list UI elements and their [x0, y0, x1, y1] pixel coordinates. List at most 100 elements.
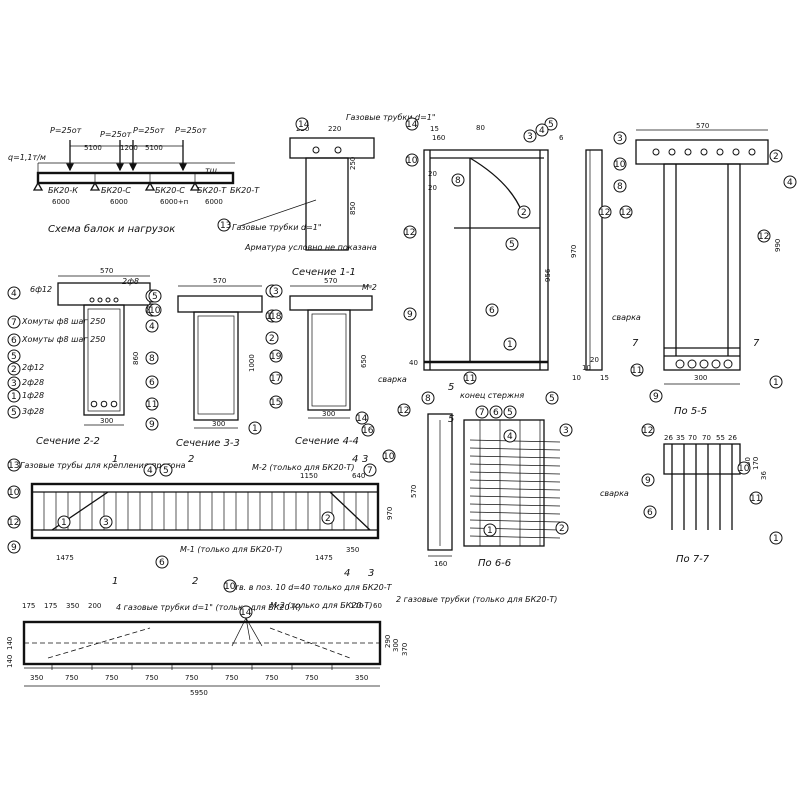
sec22-label-1: 6ф12 — [30, 285, 52, 294]
sec33-caption: Сечение 3-3 — [176, 438, 240, 449]
cage-callout-10: 6 — [489, 306, 495, 316]
plan-left-dim-1: 140 — [6, 637, 14, 650]
v66-callout-9: 1 — [487, 526, 493, 536]
sec11-tubes-bottom: Газовые трубки d=1" — [232, 223, 322, 232]
span-1: 6000 — [52, 198, 70, 206]
plan-bottom-dim-5: 750 — [185, 674, 198, 682]
v66-dim-height: 570 — [410, 485, 418, 498]
sec22-height-dim: 860 — [132, 352, 140, 365]
v77-weld-note: сварка — [600, 489, 629, 498]
plan-callout-1: 10 — [224, 582, 236, 592]
v55-mark-7b: 7 — [753, 338, 760, 349]
sec44-caption: Сечение 4-4 — [295, 436, 359, 447]
cage-callout-8: 12 — [404, 228, 415, 238]
elev-callout-3: 12 — [8, 518, 19, 528]
rebar-dot — [748, 148, 756, 156]
rebar-dot — [100, 400, 108, 408]
sec11-caption: Сечение 1-1 — [292, 267, 356, 278]
plan-hole-note: Отв. в поз. 10 d=40 только для БК20-Т — [228, 583, 393, 592]
drawing-line — [469, 519, 561, 523]
v66-callout-1: 8 — [425, 394, 431, 404]
plan-top-dim-1: 175 — [22, 602, 35, 610]
v55-callout-5: 4 — [787, 178, 793, 188]
cage-callout-7: 2 — [521, 208, 527, 218]
elev-mark-1a: 1 — [112, 454, 118, 465]
sec11-dim-4: 850 — [349, 202, 357, 215]
v55-callout-4: 2 — [773, 152, 779, 162]
v55-weld-note: сварка — [612, 313, 641, 322]
cage-callout-6: 8 — [455, 176, 461, 186]
sec22-top-dim: 570 — [100, 267, 113, 275]
elev-callout-7: 1 — [61, 518, 67, 528]
spacing-3: 5100 — [145, 144, 163, 152]
v77-dim-5: 55 — [716, 434, 725, 442]
sec22-callout-2: 7 — [11, 318, 17, 328]
v66-callout-2: 12 — [398, 406, 409, 416]
sec22-label-2: 2ф8 — [122, 277, 139, 286]
beam-name-4: БК20-Т — [197, 186, 227, 195]
view-6-6: 160 570 конец стержня 5 5 По 6-6 8 12 7 … — [397, 382, 573, 569]
span-3: 6000+п — [160, 198, 188, 206]
load-label-2: P=25от — [100, 130, 132, 139]
sec33-height-dim: 1000 — [248, 354, 256, 372]
span-2: 6000 — [110, 198, 128, 206]
cage-dim-11: 10 — [582, 364, 591, 372]
v66-rod-end-note: конец стержня — [460, 391, 524, 400]
elev-tubes-note: Газовые трубы для крепления прогона — [20, 461, 186, 470]
v77-dim-4: 70 — [702, 434, 711, 442]
cage-dim-10: 10 — [572, 374, 581, 382]
sec22-callout-8: 5 — [11, 408, 17, 418]
view-7-7: 26 35 70 70 55 26 50 170 36 сварка По 7-… — [600, 423, 783, 565]
cage-elevation: 15 6 160 80 20 20 970 956 40 10 10 15 20… — [378, 117, 612, 385]
v77-dim-9: 36 — [760, 471, 768, 480]
v77-caption: По 7-7 — [676, 554, 710, 565]
elev-dim-6: 970 — [386, 507, 394, 520]
sec44-callout-3: 19 — [270, 352, 282, 362]
drawing-line — [469, 503, 561, 507]
beam-line — [36, 171, 235, 185]
section-4-4: 570 300 650 М-2 Сечение 4-4 3 18 19 17 1… — [269, 277, 377, 447]
sec33-callout-3: 4 — [149, 322, 155, 332]
v66-callout-3: 7 — [479, 408, 485, 418]
elev-dim-3: 1150 — [300, 472, 318, 480]
elev-mark-3a: 3 — [362, 454, 368, 465]
elev-callout-10: 6 — [159, 558, 165, 568]
view-5-5: 570 300 990 сварка 7 7 По 5-5 3 10 8 2 4… — [612, 122, 797, 417]
plan-bottom-dim-7: 750 — [265, 674, 278, 682]
cage-dim-1: 15 — [430, 125, 439, 133]
plan-bottom-dim-6: 750 — [225, 674, 238, 682]
elev-callout-9: 2 — [325, 514, 331, 524]
beam-name-5: БК20-Т — [230, 186, 260, 195]
rebar-dot — [113, 297, 119, 303]
cage-weld-note: сварка — [378, 375, 407, 384]
sec11-dim-2: 220 — [328, 125, 341, 133]
section-3-3: 570 300 1000 Сечение 3-3 5 10 4 8 6 11 9… — [145, 277, 279, 449]
rebar-dot — [90, 400, 98, 408]
sec44-callout-4: 17 — [270, 374, 281, 384]
plan-bottom-dim-3: 750 — [105, 674, 118, 682]
rebar-dot — [668, 148, 676, 156]
cage-dim-8: 956 — [544, 268, 552, 282]
sec22-label-3: Хомуты ф8 шаг 250 — [21, 317, 105, 326]
beam-mark: тш. — [205, 166, 220, 175]
sec33-callout-2: 10 — [149, 306, 161, 316]
sec22-callout-6: 3 — [11, 379, 17, 389]
cage-dim-3: 160 — [432, 134, 445, 142]
rebar-dot — [684, 148, 692, 156]
section-1-1: 220 220 250 850 Газовые трубки d=1" Газо… — [217, 113, 436, 278]
v77-dim-6: 26 — [728, 434, 737, 442]
rebar-dot — [716, 148, 724, 156]
rebar-dot — [110, 400, 118, 408]
spacing-2: 1200 — [120, 144, 138, 152]
v77-dim-8: 170 — [752, 457, 760, 470]
rebar-dot — [89, 297, 95, 303]
elev-dim-1: 1475 — [56, 554, 74, 562]
cage-callout-13: 11 — [464, 374, 475, 384]
sec33-callout-6: 11 — [146, 400, 157, 410]
v55-mark-7a: 7 — [632, 338, 639, 349]
cage-dim-6: 20 — [428, 184, 437, 192]
sec33-callout-11: 1 — [252, 424, 258, 434]
v77-dim-7: 50 — [744, 457, 752, 466]
sec44-top-dim: 570 — [324, 277, 337, 285]
drawing-line — [469, 479, 561, 483]
